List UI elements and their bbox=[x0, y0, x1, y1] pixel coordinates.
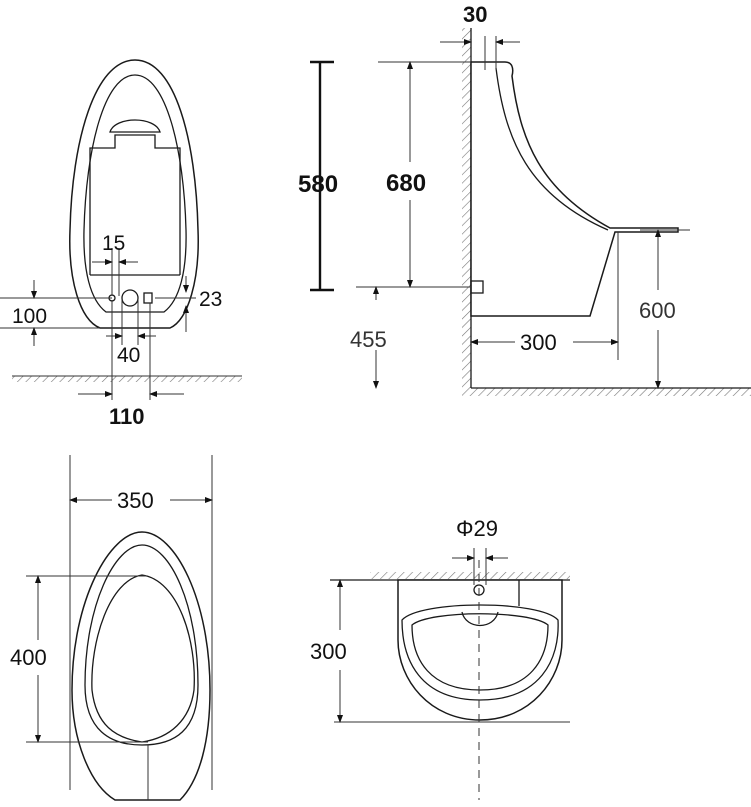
top-dim-400-label: 400 bbox=[10, 645, 47, 670]
side-outer-body bbox=[470, 61, 679, 317]
side-dim-455-label: 455 bbox=[350, 327, 387, 352]
front-inner-bowl bbox=[83, 74, 187, 313]
front-floor-hatch bbox=[12, 376, 242, 382]
side-wall-hatch bbox=[462, 28, 471, 388]
side-dim-300-label: 300 bbox=[520, 330, 557, 355]
front-dim-15-label: 15 bbox=[102, 232, 125, 255]
back-spreader bbox=[461, 611, 499, 626]
front-outlet-hole bbox=[121, 289, 139, 307]
front-view: 15 23 100 40 110 bbox=[0, 59, 242, 429]
side-inner-curve bbox=[495, 67, 609, 231]
top-outer-rim bbox=[84, 544, 199, 746]
side-dim-30-label: 30 bbox=[463, 2, 487, 27]
side-dim-600-label: 600 bbox=[639, 298, 676, 323]
back-outer-body bbox=[397, 579, 563, 721]
front-dim-100-label: 100 bbox=[12, 305, 47, 328]
back-dim-300-label: 300 bbox=[310, 639, 347, 664]
front-fixing-hole-right bbox=[143, 292, 153, 304]
top-dim-350-label: 350 bbox=[117, 488, 154, 513]
side-dim-680-label: 680 bbox=[386, 170, 426, 197]
back-dim-29-label: Φ29 bbox=[456, 516, 498, 541]
back-rim-outer bbox=[401, 604, 559, 701]
front-inlet-cap bbox=[109, 119, 161, 133]
top-view: 350 400 bbox=[10, 455, 213, 801]
front-dim-40-label: 40 bbox=[117, 344, 140, 367]
front-spreader bbox=[89, 134, 181, 160]
front-outer-body bbox=[69, 59, 199, 329]
back-view: Φ29 300 bbox=[310, 516, 570, 800]
top-outer-body bbox=[71, 531, 211, 801]
side-dim-580-label: 580 bbox=[298, 171, 338, 198]
front-dim-110-label: 110 bbox=[109, 404, 145, 429]
front-dim-23-label: 23 bbox=[199, 288, 222, 311]
back-rim-inner bbox=[411, 613, 549, 691]
side-floor-hatch bbox=[462, 388, 751, 396]
back-wall-hatch bbox=[370, 572, 570, 579]
side-view: 30 580 680 455 300 600 bbox=[298, 2, 751, 396]
